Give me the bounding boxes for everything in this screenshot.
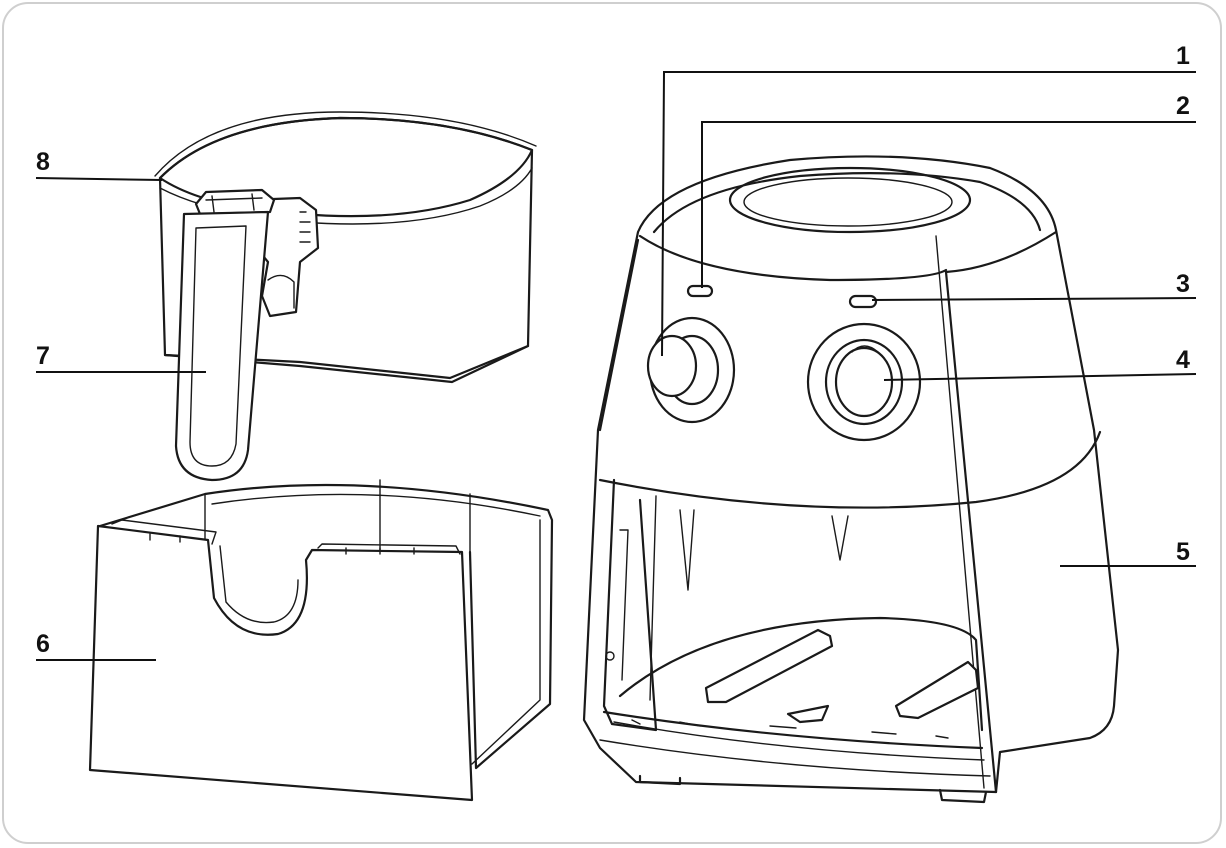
pan-icon [88, 479, 554, 802]
callout-7: 7 [36, 342, 50, 370]
callout-4: 4 [1176, 346, 1190, 374]
air-fryer-icon [582, 155, 1120, 804]
callout-2: 2 [1176, 92, 1190, 120]
temperature-knob-icon [806, 322, 922, 442]
callout-3: 3 [1176, 270, 1190, 298]
callout-5: 5 [1176, 538, 1190, 566]
timer-knob-icon [646, 316, 736, 424]
callout-6: 6 [36, 630, 50, 658]
callout-1: 1 [1176, 42, 1190, 70]
callout-8: 8 [36, 148, 50, 176]
handle-icon [174, 188, 320, 482]
leader-lines [35, 71, 1197, 661]
